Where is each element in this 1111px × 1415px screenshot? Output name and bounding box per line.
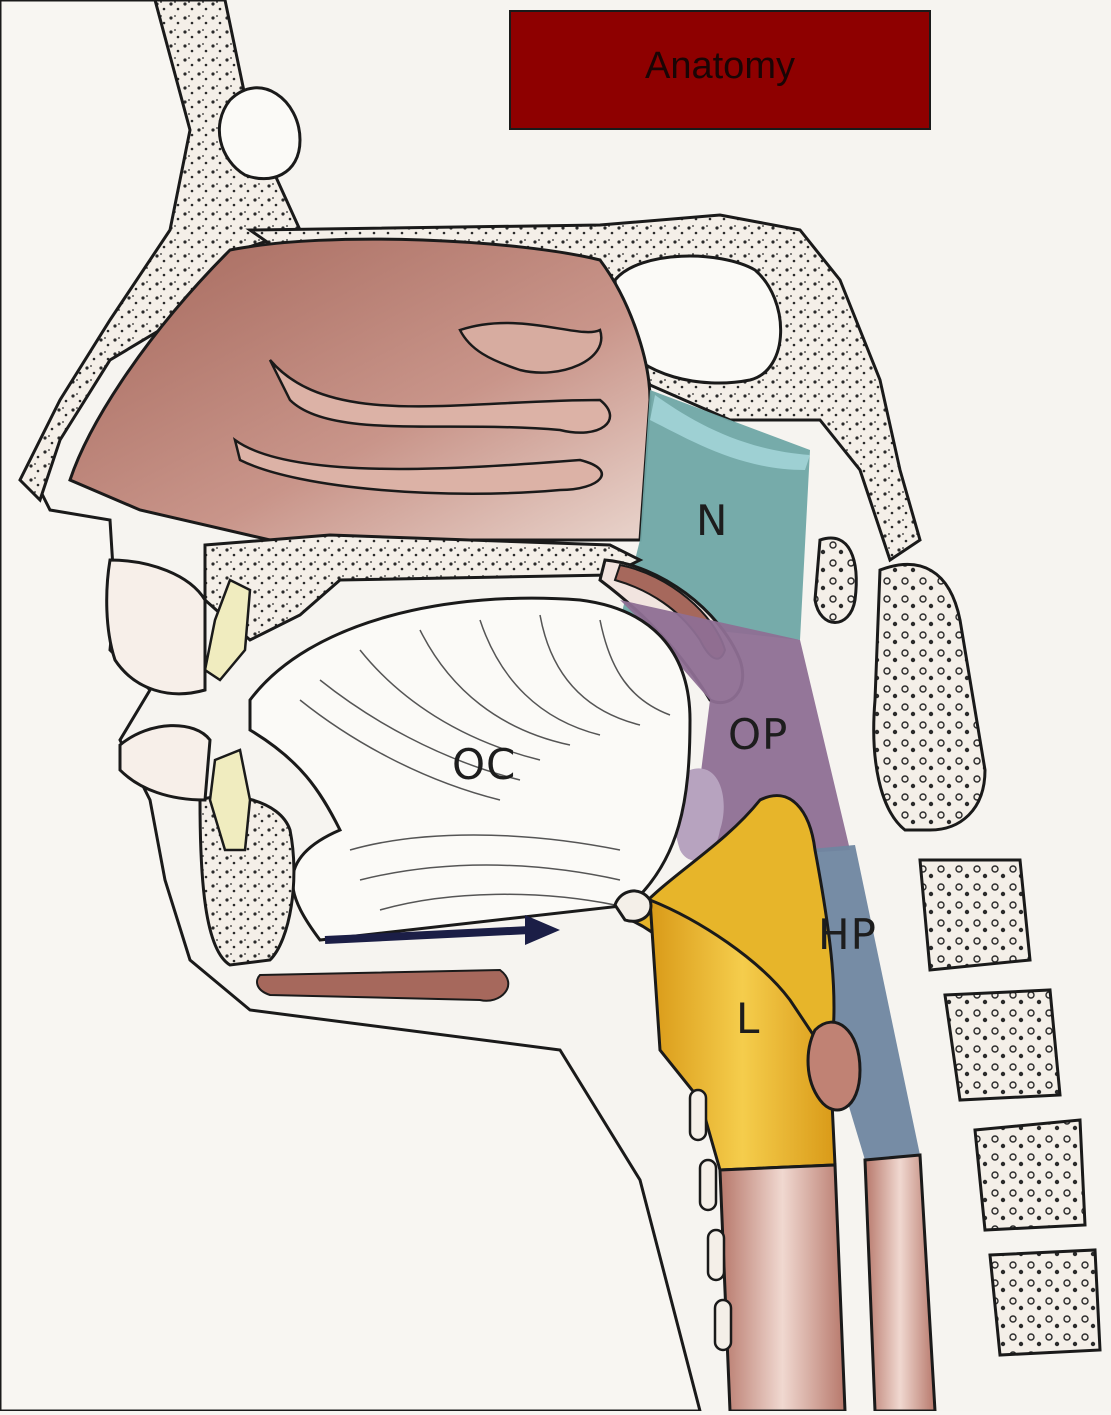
- label-oropharynx: OP: [728, 710, 788, 759]
- title-text: Anatomy: [645, 45, 795, 88]
- title-banner: Anatomy: [509, 10, 931, 130]
- label-hypopharynx: HP: [818, 910, 877, 959]
- label-oral-cavity: OC: [452, 740, 516, 789]
- label-nasopharynx: N: [696, 496, 728, 545]
- label-larynx: L: [736, 994, 760, 1043]
- trachea: [720, 1165, 845, 1411]
- floor-muscle: [257, 970, 508, 1001]
